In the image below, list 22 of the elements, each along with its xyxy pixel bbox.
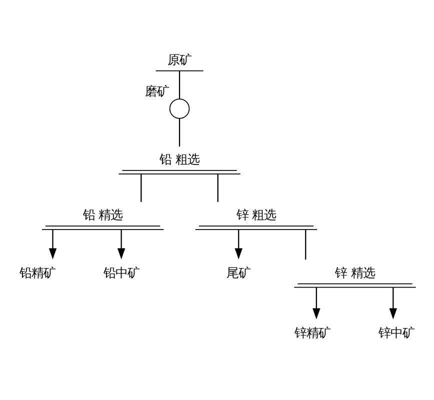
arrow	[234, 230, 242, 260]
node-circle	[169, 98, 190, 119]
node-label: 磨矿	[145, 84, 170, 99]
connector	[217, 174, 218, 202]
node-text: 锌精矿	[294, 326, 331, 340]
node-text: 尾矿	[226, 266, 251, 280]
node-text: 锌中矿	[378, 326, 414, 340]
node-text: 锌 精选	[335, 266, 375, 280]
arrow	[117, 230, 126, 260]
node-text: 铅精矿	[20, 266, 56, 280]
connector	[305, 230, 306, 260]
connector	[178, 70, 180, 99]
node-text: 原矿	[168, 52, 192, 67]
node-text: 铅中矿	[103, 266, 140, 280]
node-text: 铅 精选	[82, 208, 123, 222]
arrow	[312, 288, 320, 320]
connector	[140, 174, 142, 202]
node-text: 铅 粗选	[160, 152, 200, 167]
arrow	[48, 230, 57, 260]
arrow	[389, 288, 398, 320]
node-text: 锌 粗选	[236, 208, 276, 222]
connector	[178, 118, 180, 147]
